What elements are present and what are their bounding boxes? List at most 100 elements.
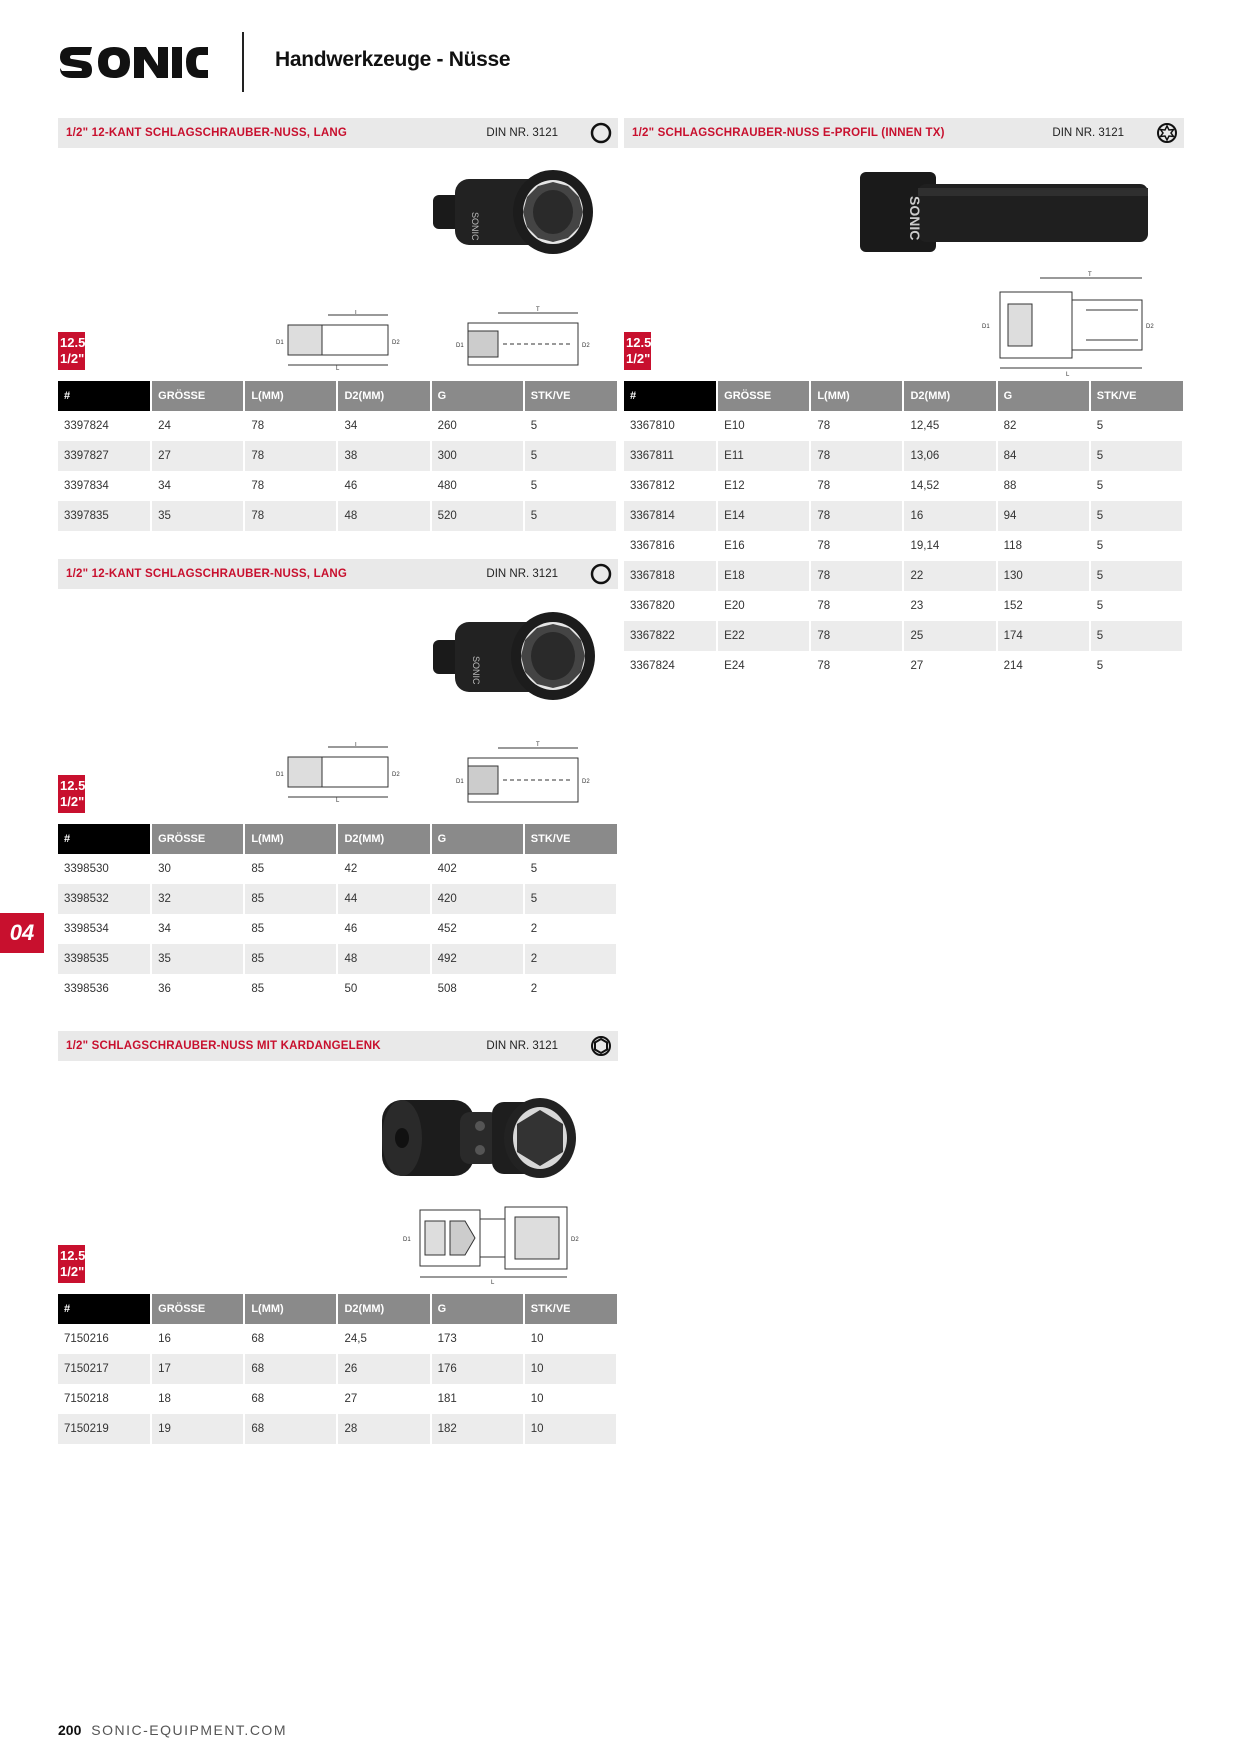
section-title: 1/2" 12-KANT SCHLAGSCHRAUBER-NUSS, LANG (66, 568, 347, 580)
table-cell: 176 (430, 1354, 525, 1384)
badge-inch: 1/2" (60, 794, 85, 809)
technical-drawing-side: T L D1 D2 (276, 742, 400, 802)
column-header: G (430, 381, 525, 411)
table-cell: 3367822 (624, 621, 719, 651)
table-cell: 44 (337, 884, 432, 914)
column-header: # (58, 824, 153, 854)
table-cell: 5 (523, 471, 619, 501)
table-cell: 10 (523, 1414, 619, 1444)
table-cell: 78 (244, 471, 339, 501)
table-cell: 5 (523, 884, 619, 914)
section-12-point-long-1: 1/2" 12-KANT SCHLAGSCHRAUBER-NUSS, LANG … (58, 118, 618, 148)
drive-size-badge: 12.5 1/2" (58, 1245, 85, 1283)
table-cell: E18 (717, 561, 812, 591)
technical-drawing-section: T D1 D2 (456, 307, 590, 366)
table-cell: 480 (430, 471, 525, 501)
table-cell: 46 (337, 471, 432, 501)
table-cell: E16 (717, 531, 812, 561)
badge-inch: 1/2" (60, 351, 85, 366)
page-number: 200 (58, 1722, 82, 1738)
table-cell: 24 (151, 411, 246, 441)
table-cell: 3397827 (58, 441, 153, 471)
section-header: 1/2" SCHLAGSCHRAUBER-NUSS E-PROFIL (INNE… (624, 118, 1184, 148)
table-cell: 452 (430, 914, 525, 944)
column-header: STK/VE (523, 824, 617, 854)
section-12-point-long-2: 1/2" 12-KANT SCHLAGSCHRAUBER-NUSS, LANG … (58, 559, 618, 589)
table-cell: 35 (151, 944, 246, 974)
table-cell: 173 (430, 1324, 525, 1354)
table-cell: 3367820 (624, 591, 719, 621)
table-cell: 2 (523, 944, 619, 974)
section-title: 1/2" SCHLAGSCHRAUBER-NUSS MIT KARDANGELE… (66, 1040, 381, 1052)
dim-t: T (354, 310, 358, 316)
table-cell: 88 (996, 471, 1091, 501)
table-cell: 25 (903, 621, 998, 651)
table-cell: 174 (996, 621, 1091, 651)
table-cell: 78 (810, 501, 905, 531)
dim-l: L (336, 366, 340, 370)
section-e-profile: 1/2" SCHLAGSCHRAUBER-NUSS E-PROFIL (INNE… (624, 118, 1184, 148)
column-header: D2(MM) (337, 381, 432, 411)
svg-text:SONIC: SONIC (470, 212, 480, 241)
dim-d2: D2 (392, 340, 400, 346)
section-universal-joint: 1/2" SCHLAGSCHRAUBER-NUSS MIT KARDANGELE… (58, 1031, 618, 1061)
table-cell: 118 (996, 531, 1091, 561)
table-cell: 3367810 (624, 411, 719, 441)
table-cell: 85 (244, 914, 339, 944)
table-cell: 85 (244, 884, 339, 914)
table-cell: 78 (810, 561, 905, 591)
dim-d2: D2 (1146, 324, 1154, 330)
dim-l: L (1066, 372, 1070, 378)
table-cell: 27 (151, 441, 246, 471)
table-cell: 5 (1089, 501, 1185, 531)
table-cell: 78 (810, 441, 905, 471)
section-header: 1/2" 12-KANT SCHLAGSCHRAUBER-NUSS, LANG … (58, 559, 618, 589)
dim-d2: D2 (582, 779, 590, 785)
header-divider (242, 32, 244, 92)
din-number: DIN NR. 3121 (486, 127, 558, 139)
table-cell: 402 (430, 854, 525, 884)
table-cell: 152 (996, 591, 1091, 621)
table-cell: 17 (151, 1354, 246, 1384)
website-link[interactable]: SONIC-EQUIPMENT.COM (91, 1722, 287, 1738)
dim-d2: D2 (571, 1237, 579, 1243)
column-header: # (58, 1294, 153, 1324)
table-cell: 78 (810, 531, 905, 561)
table-cell: 3397835 (58, 501, 153, 531)
drive-size-badge: 12.5 1/2" (58, 332, 85, 370)
table-cell: 68 (244, 1354, 339, 1384)
column-header: GRÖSSE (717, 381, 812, 411)
table-cell: 85 (244, 944, 339, 974)
table-cell: 35 (151, 501, 246, 531)
universal-joint-socket-photo (382, 1098, 576, 1178)
column-header: D2(MM) (337, 824, 432, 854)
table-cell: 22 (903, 561, 998, 591)
dim-d1: D1 (276, 772, 284, 778)
table-cell: 34 (337, 411, 432, 441)
table-cell: 5 (1089, 531, 1185, 561)
dim-d2: D2 (582, 343, 590, 349)
table-cell: 42 (337, 854, 432, 884)
badge-mm: 12.5 (60, 1248, 86, 1263)
technical-drawing-section: T D1 D2 (456, 742, 590, 803)
table-cell: 3398532 (58, 884, 153, 914)
table-cell: 2 (523, 974, 619, 1004)
table-cell: E11 (717, 441, 812, 471)
table-cell: 5 (1089, 591, 1185, 621)
dim-d1: D1 (456, 779, 464, 785)
table-cell: 260 (430, 411, 525, 441)
table-cell: 78 (810, 591, 905, 621)
table-cell: E12 (717, 471, 812, 501)
section-title: 1/2" 12-KANT SCHLAGSCHRAUBER-NUSS, LANG (66, 127, 347, 139)
column-header: L(MM) (244, 1294, 339, 1324)
dim-t: T (536, 742, 540, 748)
table-cell: 214 (996, 651, 1091, 681)
